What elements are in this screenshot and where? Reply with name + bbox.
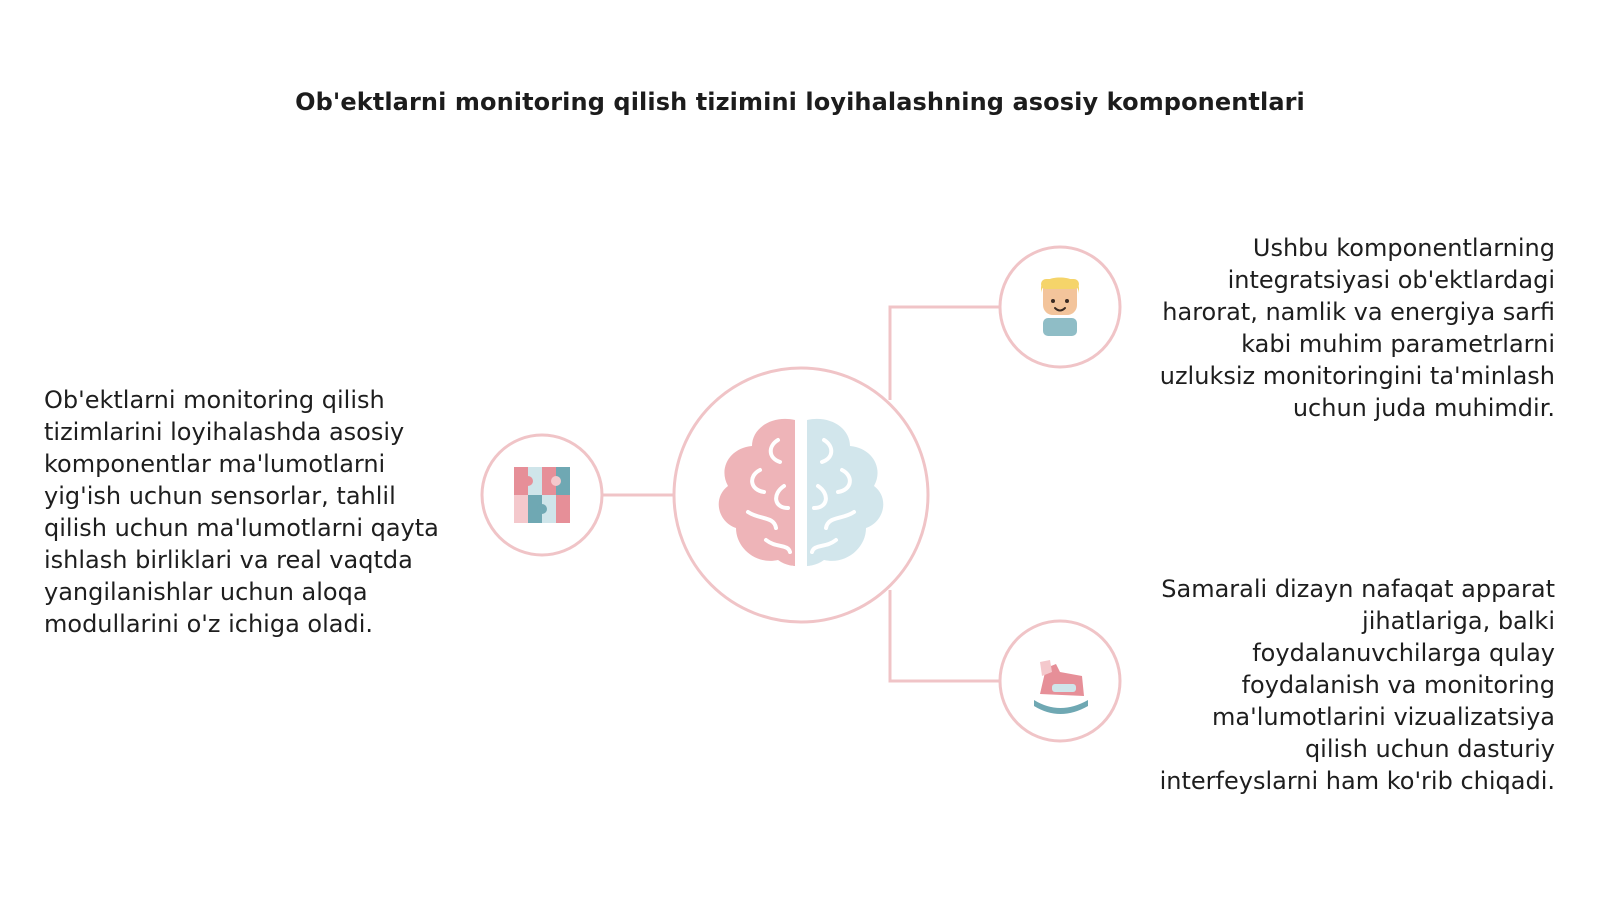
page-title: Ob'ektlarni monitoring qilish tizimini l… bbox=[295, 88, 1305, 116]
connectors bbox=[602, 305, 999, 683]
brain-icon bbox=[718, 418, 884, 566]
left-description: Ob'ektlarni monitoring qilish tizimlarin… bbox=[44, 386, 439, 638]
center-node bbox=[672, 366, 930, 624]
child-face-icon bbox=[1041, 277, 1079, 336]
left-node bbox=[480, 433, 604, 557]
center-ring bbox=[672, 366, 930, 624]
bottom-right-node bbox=[998, 619, 1122, 743]
puzzle-icon bbox=[514, 467, 570, 523]
bottom-right-description: Samarali dizayn nafaqat apparat jihatlar… bbox=[1159, 575, 1555, 795]
connector-bottom-right bbox=[888, 590, 999, 683]
rocking-horse-icon bbox=[1034, 660, 1088, 714]
top-right-description: Ushbu komponentlarning integratsiyasi ob… bbox=[1159, 234, 1555, 422]
connector-top-right bbox=[888, 305, 999, 400]
top-right-node bbox=[998, 245, 1122, 369]
